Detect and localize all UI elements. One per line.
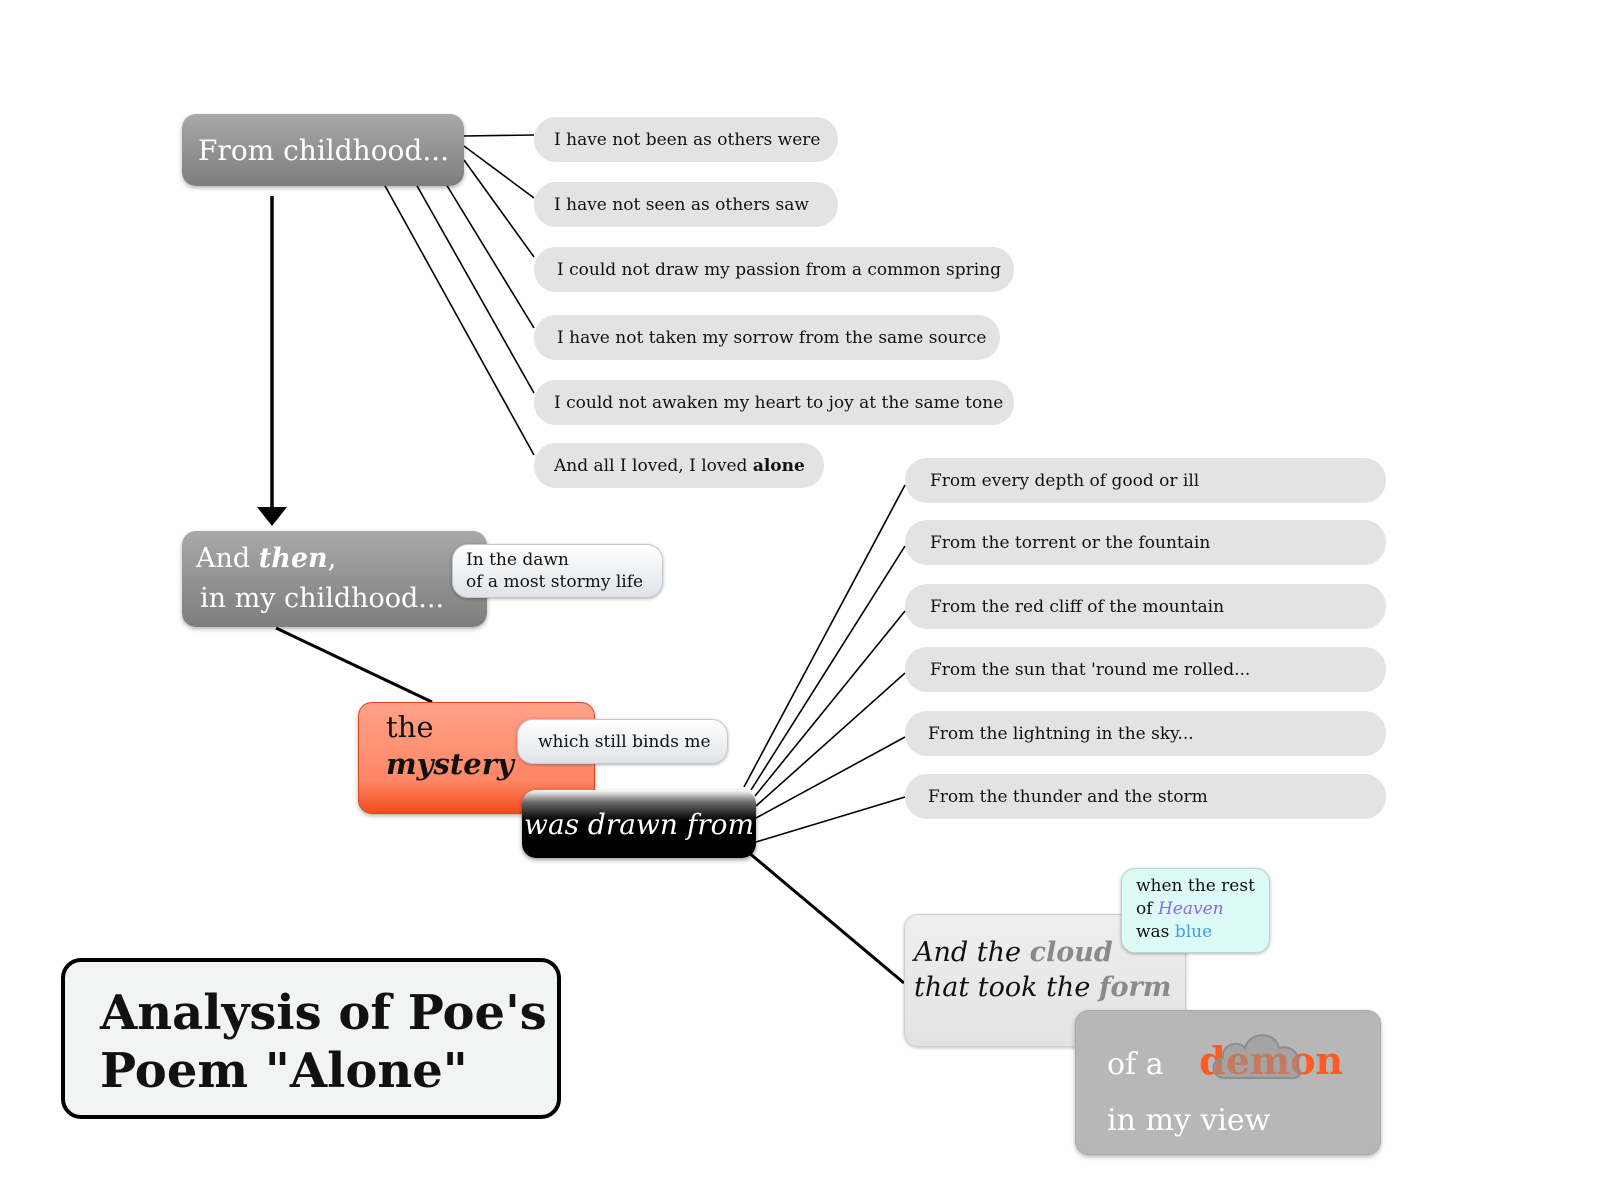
branch-not-been[interactable]: I have not been as others were <box>534 117 838 162</box>
heaven-l2a: of <box>1136 899 1158 919</box>
mystery-line2: mystery <box>386 747 514 781</box>
down-arrow-icon <box>257 507 287 526</box>
source-text: From the sun that 'round me rolled... <box>930 659 1251 680</box>
heaven-line1: when the rest <box>1136 876 1255 896</box>
from-childhood-node[interactable]: From childhood... <box>182 114 464 186</box>
blue-word: blue <box>1174 922 1213 942</box>
then-post: , <box>327 543 337 574</box>
dawn-line1: In the dawn <box>466 550 569 570</box>
alone-word: alone <box>752 455 805 476</box>
demon-l1a: of a <box>1107 1047 1174 1082</box>
was-drawn-from-node[interactable]: was drawn from <box>522 790 756 858</box>
source-text: From the lightning in the sky... <box>928 723 1194 744</box>
branch-text: I could not draw my passion from a commo… <box>557 259 1001 280</box>
cloud-word: cloud <box>1029 937 1113 968</box>
then-emphasis: then <box>258 543 328 574</box>
source-cliff[interactable]: From the red cliff of the mountain <box>905 584 1386 629</box>
cloud-l1a: And the <box>914 937 1030 968</box>
form-word: form <box>1098 972 1172 1003</box>
cloud-line1: And the cloud <box>914 935 1185 970</box>
source-text: From the thunder and the storm <box>928 786 1208 807</box>
source-sun[interactable]: From the sun that 'round me rolled... <box>905 647 1386 692</box>
heaven-line3: was blue <box>1136 921 1269 944</box>
was-drawn-from-label: was drawn from <box>524 807 754 841</box>
mystery-line1: the <box>386 710 434 744</box>
heaven-word: Heaven <box>1157 899 1224 919</box>
cloud-l2a: that took the <box>914 972 1099 1003</box>
source-depth[interactable]: From every depth of good or ill <box>905 458 1386 503</box>
branch-not-seen[interactable]: I have not seen as others saw <box>534 182 838 227</box>
demon-line2: in my view <box>1107 1103 1271 1138</box>
cloud-icon <box>1212 1034 1302 1080</box>
branch-text: I have not taken my sorrow from the same… <box>557 327 987 348</box>
source-text: From every depth of good or ill <box>930 470 1200 491</box>
branch-sorrow[interactable]: I have not taken my sorrow from the same… <box>534 315 1000 360</box>
dawn-callout[interactable]: In the dawn of a most stormy life <box>452 544 663 598</box>
branch-text: And all I loved, I loved <box>554 455 753 476</box>
branch-text: I could not awaken my heart to joy at th… <box>554 392 1004 413</box>
source-text: From the torrent or the fountain <box>930 532 1211 553</box>
source-lightning[interactable]: From the lightning in the sky... <box>905 711 1386 756</box>
heaven-l3a: was <box>1136 922 1175 942</box>
branch-text: I have not seen as others saw <box>554 194 809 215</box>
and-then-node[interactable]: And then, in my childhood... <box>182 531 487 627</box>
title-line2: Poem "Alone" <box>100 1043 468 1099</box>
source-thunder[interactable]: From the thunder and the storm <box>905 774 1386 819</box>
cloud-line2: that took the form <box>914 970 1185 1005</box>
heaven-callout[interactable]: when the rest of Heaven was blue <box>1121 868 1270 953</box>
then-pre: And <box>196 543 259 574</box>
branch-passion[interactable]: I could not draw my passion from a commo… <box>534 247 1014 292</box>
branch-joy[interactable]: I could not awaken my heart to joy at th… <box>534 380 1014 425</box>
binds-text: which still binds me <box>538 731 711 752</box>
source-torrent[interactable]: From the torrent or the fountain <box>905 520 1386 565</box>
binds-callout[interactable]: which still binds me <box>517 719 728 764</box>
and-then-line2: in my childhood... <box>200 583 445 614</box>
and-then-line1: And then, <box>196 539 487 579</box>
title-box: Analysis of Poe's Poem "Alone" <box>61 958 561 1119</box>
from-childhood-label: From childhood... <box>198 133 450 167</box>
dawn-line2: of a most stormy life <box>466 572 644 592</box>
heaven-line2: of Heaven <box>1136 898 1269 921</box>
branch-text: I have not been as others were <box>554 129 821 150</box>
branch-loved-alone[interactable]: And all I loved, I loved alone <box>534 443 824 488</box>
source-text: From the red cliff of the mountain <box>930 596 1225 617</box>
title-line1: Analysis of Poe's <box>100 985 547 1041</box>
